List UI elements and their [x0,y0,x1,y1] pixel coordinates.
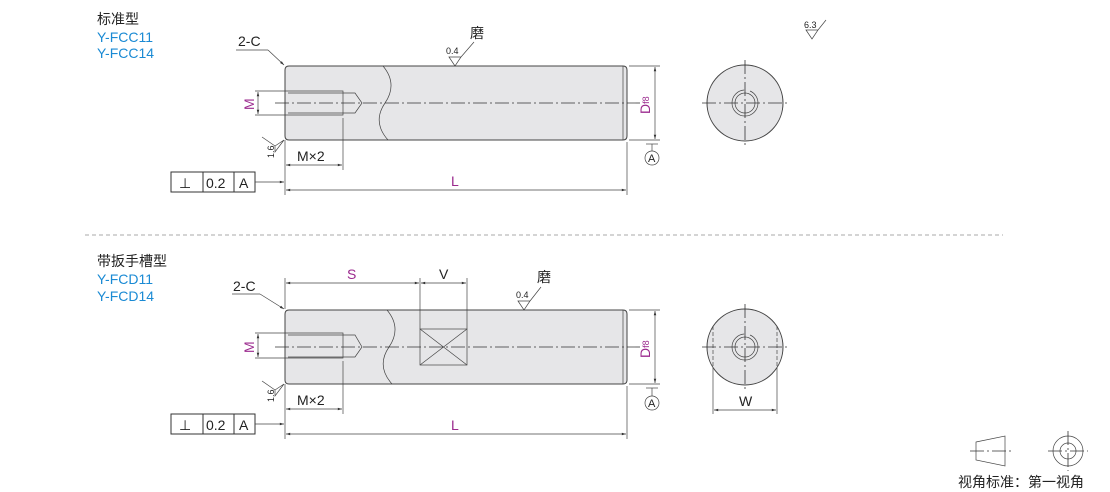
dim-w: W [739,393,753,409]
model-code: Y-FCC11 [97,29,153,45]
end-view [702,60,788,146]
chamfer-label: 2-C [233,278,256,294]
svg-text:⊥: ⊥ [179,175,191,191]
wrench-type-section: 带扳手槽型 Y-FCD11 Y-FCD14 2-C S V 磨 0.4 M 1.… [97,253,788,439]
grind-roughness: 0.4 [446,46,459,56]
svg-text:A: A [239,417,249,433]
chamfer-label: 2-C [238,33,261,49]
svg-text:A: A [239,175,249,191]
dim-s: S [347,266,356,282]
dim-m-x2: M×2 [297,392,325,408]
end-roughness: 1.6 [266,389,276,402]
dim-d: Df8 [637,96,653,114]
dim-m: M [241,341,257,353]
svg-text:⊥: ⊥ [179,417,191,433]
tolerance-frame: ⊥ 0.2 A [170,413,284,435]
model-code: Y-FCC14 [97,45,154,61]
grind-label: 磨 [470,25,484,41]
grind-label: 磨 [537,269,551,285]
dim-m-x2: M×2 [297,148,325,164]
type-label: 带扳手槽型 [97,253,167,269]
dim-m: M [241,98,257,110]
type-label: 标准型 [97,11,139,27]
projection-label: 视角标准：第一视角 [958,474,1084,490]
tolerance-frame: ⊥ 0.2 A [170,171,284,193]
end-view: W [702,304,788,414]
threaded-hole [285,332,363,359]
first-angle-symbol [975,435,1006,467]
general-roughness: 6.3 [804,20,817,30]
end-roughness: 1.6 [266,145,276,158]
svg-text:0.2: 0.2 [206,175,226,191]
model-code: Y-FCD14 [97,288,154,304]
dim-v: V [439,266,449,282]
datum-label: A [648,153,656,165]
svg-text:0.2: 0.2 [206,417,226,433]
model-code: Y-FCD11 [97,271,153,287]
standard-type-section: 标准型 Y-FCC11 Y-FCC14 2-C 磨 0.4 M 1.6 M×2 … [97,11,827,195]
dim-l: L [451,173,459,189]
wrench-flat [419,328,468,366]
dim-d: Df8 [637,340,653,358]
datum-label: A [648,398,656,410]
dim-l: L [451,417,459,433]
grind-roughness: 0.4 [516,290,529,300]
projection-legend: 视角标准：第一视角 [958,431,1088,490]
